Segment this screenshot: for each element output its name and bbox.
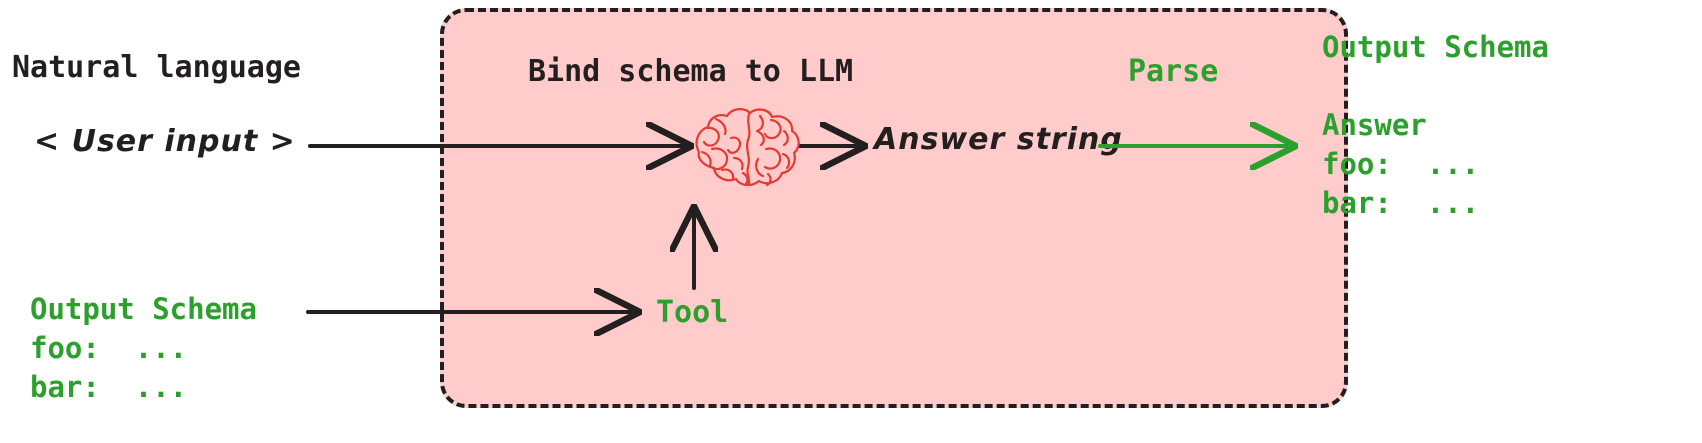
tool-label: Tool bbox=[656, 295, 729, 330]
answer-string-label: Answer string bbox=[874, 122, 1123, 157]
user-input-label: < User input > bbox=[34, 124, 296, 159]
output-schema-block: Output Schema Answer foo: ... bar: ... bbox=[1322, 30, 1549, 220]
parse-label: Parse bbox=[1128, 54, 1219, 89]
natural-language-label: Natural language bbox=[12, 50, 301, 85]
llm-panel bbox=[440, 8, 1348, 408]
input-output-schema-block: Output Schema foo: ... bar: ... bbox=[30, 292, 257, 404]
bind-schema-label: Bind schema to LLM bbox=[528, 54, 854, 89]
